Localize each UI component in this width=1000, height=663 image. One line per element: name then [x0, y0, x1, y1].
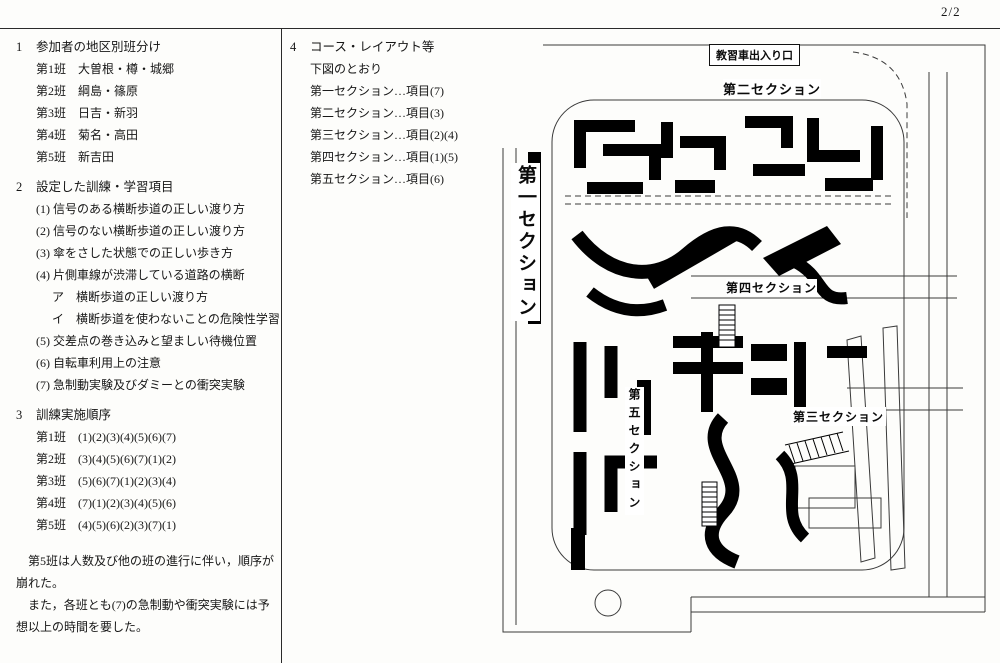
layout-intro-line: 下図のとおり — [310, 62, 383, 76]
section-4-number: 4 — [290, 40, 297, 54]
district-group-line: 第4班 菊名・高田 — [36, 128, 139, 142]
top-rule — [0, 28, 1000, 29]
note-line: 崩れた。 — [16, 576, 65, 590]
training-item-line: (5) 交差点の巻き込みと望ましい待機位置 — [36, 334, 257, 348]
order-line: 第4班 (7)(1)(2)(3)(4)(5)(6) — [36, 496, 176, 510]
course-map-drawing — [502, 44, 986, 633]
layout-mapping-line: 第一セクション…項目(7) — [310, 84, 444, 98]
section-2-number: 2 — [16, 180, 23, 194]
training-subitem-line: ア 横断歩道の正しい渡り方 — [52, 290, 209, 304]
order-line: 第5班 (4)(5)(6)(2)(3)(7)(1) — [36, 518, 176, 532]
section-4-heading: 4 コース・レイアウト等 — [290, 36, 490, 58]
section-3-heading: 3 訓練実施順序 — [16, 404, 278, 426]
section-3-title: 訓練実施順序 — [36, 408, 112, 422]
order-line: 第2班 (3)(4)(5)(6)(7)(1)(2) — [36, 452, 176, 466]
section-2-title: 設定した訓練・学習項目 — [36, 180, 174, 194]
section2-area-label: 第二セクション — [723, 79, 822, 98]
entrance-exit-label: 教習車出入り口 — [709, 44, 800, 66]
district-group-line: 第5班 新吉田 — [36, 150, 115, 164]
layout-mapping-line: 第五セクション…項目(6) — [310, 172, 444, 186]
section1-area-label: 第一セクション — [511, 163, 540, 321]
section-4-title: コース・レイアウト等 — [310, 40, 435, 54]
section-3-number: 3 — [16, 408, 23, 422]
section5-area-label: 第五セクション — [625, 387, 644, 515]
section4-area-label: 第四セクション — [726, 279, 818, 296]
training-item-line: (6) 自転車利用上の注意 — [36, 356, 161, 370]
training-subitem-line: イ 横断歩道を使わないことの危険性学習 — [52, 312, 280, 326]
layout-mapping-line: 第三セクション…項目(2)(4) — [310, 128, 458, 142]
district-group-line: 第3班 日吉・新羽 — [36, 106, 139, 120]
district-group-line: 第1班 大曽根・樽・城郷 — [36, 62, 175, 76]
page-number: 2/2 — [941, 4, 961, 19]
training-item-line: (7) 急制動実験及びダミーとの衝突実験 — [36, 378, 245, 392]
layout-mapping-line: 第二セクション…項目(3) — [310, 106, 444, 120]
section-1-title: 参加者の地区別班分け — [36, 40, 162, 54]
layout-mapping-line: 第四セクション…項目(1)(5) — [310, 150, 458, 164]
training-item-line: (3) 傘をさした状態での正しい歩き方 — [36, 246, 233, 260]
column-divider — [281, 28, 282, 663]
training-item-line: (2) 信号のない横断歩道の正しい渡り方 — [36, 224, 245, 238]
course-map: 教習車出入り口 第二セクション 第一セクション 第四セクション 第五セクション … — [495, 30, 1000, 663]
section-2-heading: 2 設定した訓練・学習項目 — [16, 176, 278, 198]
order-line: 第1班 (1)(2)(3)(4)(5)(6)(7) — [36, 430, 176, 444]
training-item-line: (4) 片側車線が渋滞している道路の横断 — [36, 268, 245, 282]
note-line: また，各班とも(7)の急制動や衝突実験には予 — [16, 598, 270, 612]
section-1-heading: 1 参加者の地区別班分け — [16, 36, 278, 58]
section3-area-label: 第三セクション — [791, 407, 887, 426]
order-line: 第3班 (5)(6)(7)(1)(2)(3)(4) — [36, 474, 176, 488]
section-1-number: 1 — [16, 40, 23, 54]
note-line: 第5班は人数及び他の班の進行に伴い，順序が — [16, 554, 275, 568]
left-column: 1 参加者の地区別班分け 第1班 大曽根・樽・城郷 第2班 綱島・篠原 第3班 日… — [16, 36, 280, 638]
training-item-line: (1) 信号のある横断歩道の正しい渡り方 — [36, 202, 245, 216]
district-group-line: 第2班 綱島・篠原 — [36, 84, 139, 98]
note-line: 想以上の時間を要した。 — [16, 620, 149, 634]
right-column-text: 4 コース・レイアウト等 下図のとおり 第一セクション…項目(7) 第二セクション… — [290, 36, 490, 190]
